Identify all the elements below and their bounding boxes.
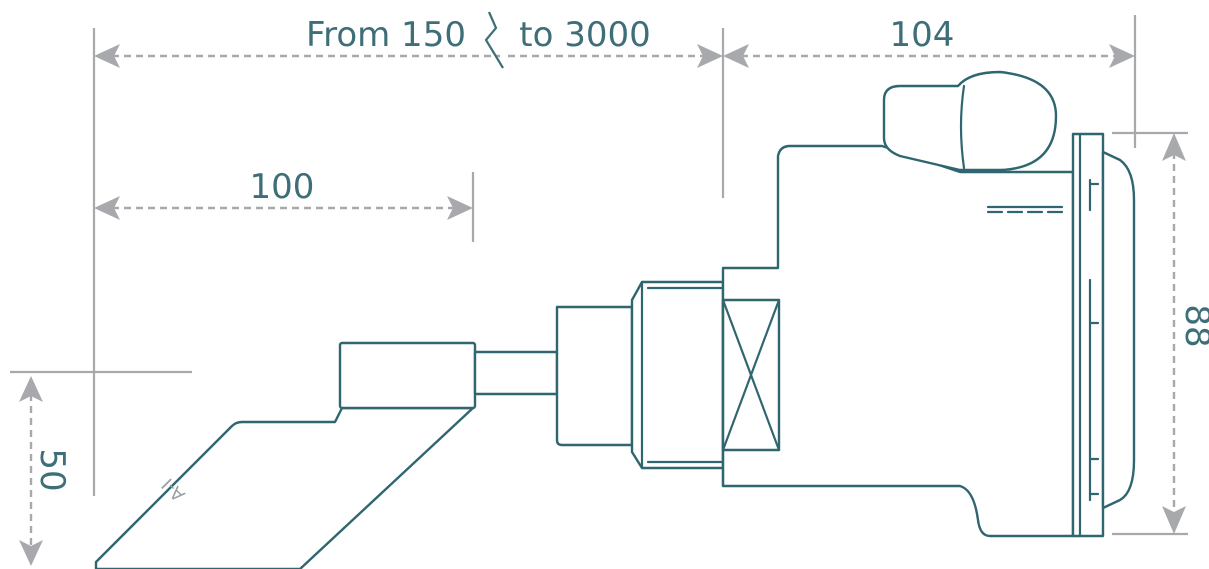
dimension-104: 104 — [890, 15, 955, 55]
dimension-head-height: 88 — [1162, 133, 1209, 534]
extension-lines — [10, 15, 1188, 536]
cable-gland-joint — [959, 84, 966, 170]
dimension-blade-width: 50 — [19, 376, 72, 566]
break-symbol-icon — [484, 11, 504, 69]
dimension-100: 100 — [250, 167, 315, 207]
switch-device: A-I — [94, 70, 1136, 569]
blade-hub — [338, 341, 477, 410]
shaft — [473, 350, 559, 396]
housing-body — [721, 144, 1075, 538]
lid-cap — [1101, 150, 1136, 510]
thread-connection — [630, 280, 725, 470]
bushing — [555, 305, 634, 447]
housing-lid — [1071, 132, 1105, 538]
dimension-total-length: From 150 to 3000 — [94, 11, 723, 69]
dimension-blade-length: 100 — [94, 167, 473, 220]
dimension-88: 88 — [1177, 304, 1209, 347]
dimension-length-from: From 150 — [306, 15, 466, 55]
cable-gland — [882, 70, 1058, 172]
paddle-blade — [94, 406, 475, 569]
dimension-50: 50 — [32, 448, 72, 491]
dimension-length-to: to 3000 — [519, 15, 650, 55]
dimension-head-length: 104 — [723, 15, 1135, 68]
